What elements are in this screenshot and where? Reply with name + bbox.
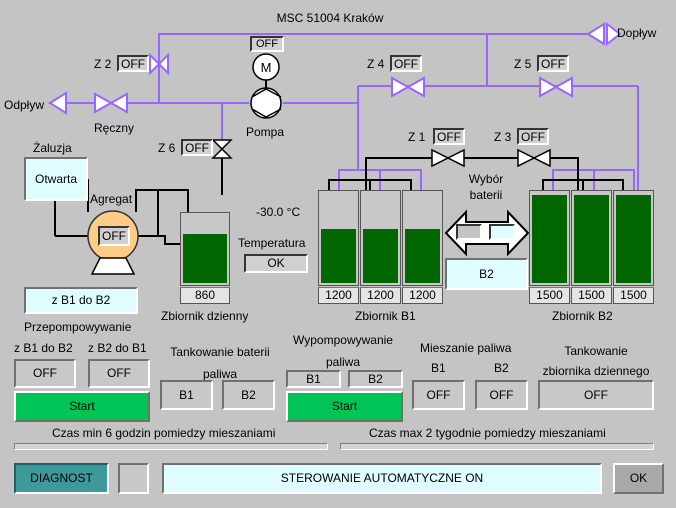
przepompowywanie-start-button[interactable]: Start [14,391,150,422]
tankowanie-b2-button[interactable]: B2 [222,380,275,410]
tank-b1-label: Zbiornik B1 [355,309,416,323]
valve-z4-label: Z 4 [367,57,385,71]
doplyw-label: Dopływ [617,26,657,40]
tank-b2-label: Zbiornik B2 [552,309,613,323]
valve-z2-state[interactable]: OFF [117,55,149,72]
motor-symbol: M [260,60,272,75]
diagnost-button[interactable]: DIAGNOST [14,463,109,494]
temperature-status: OK [244,254,308,273]
motor-circle [252,53,280,81]
valve-z3-label: Z 3 [494,130,512,144]
tank-daily [180,212,230,286]
valve-z1-label: Z 1 [408,130,426,144]
zaluzja-label: Żaluzja [33,141,72,155]
valve-symbols [94,21,622,114]
tank-b1-3 [402,190,443,286]
battery-b2-indicator[interactable] [489,224,515,240]
tank-b2-1-value: 1500 [529,287,570,304]
tank-b2-3-value: 1500 [613,287,654,304]
valve-z1-state[interactable]: OFF [433,128,465,145]
reczny-label: Ręczny [94,121,135,135]
battery-selected-display: B2 [445,258,528,290]
mieszanie-b2-label: B2 [494,361,509,375]
mieszanie-b1-button[interactable]: OFF [412,380,465,410]
doplyw-arrow [586,22,605,46]
tankowanie-baterii-title: Tankowanie baterii paliwa [170,345,270,381]
czas-min-label: Czas min 6 godzin pomiedzy mieszaniami [52,426,276,440]
valve-z6-state[interactable]: OFF [181,139,213,156]
battery-select-label: Wybór baterii [468,172,504,202]
mieszanie-title: Mieszanie paliwa [420,341,512,355]
pump-circle [250,87,282,119]
zaluzja-state[interactable]: Otwarta [24,157,88,201]
przepompowywanie-b1-b2-button[interactable]: OFF [14,359,76,388]
page-title: MSC 51004 Kraków [276,11,384,25]
ok-button[interactable]: OK [613,463,664,494]
agregat-state[interactable]: OFF [98,226,130,246]
valve-z2-label: Z 2 [94,57,112,71]
mieszanie-b1-label: B1 [431,361,446,375]
czas-max-bar [340,443,654,450]
przepompowywanie-col2-label: z B2 do B1 [88,341,147,355]
tank-b1-3-value: 1200 [402,287,443,304]
czas-min-bar [14,443,328,450]
valve-z5-state[interactable]: OFF [537,55,569,72]
przepompowywanie-b2-b1-button[interactable]: OFF [88,359,150,388]
tank-daily-label: Zbiornik dzienny [161,309,249,323]
tank-b2-3 [613,190,654,286]
odplyw-arrow [48,91,67,115]
valve-symbols-black [211,139,551,168]
tank-b2-2-value: 1500 [571,287,612,304]
wypompowywanie-title: Wypompowywanie paliwa [293,333,393,369]
tank-daily-value: 860 [180,287,230,304]
odplyw-label: Odpływ [4,98,45,112]
mieszanie-b2-button[interactable]: OFF [475,380,528,410]
blank-button[interactable] [118,463,149,494]
battery-select-arrow[interactable] [444,209,530,257]
tank-b2-1 [529,190,570,286]
tankowanie-dzienny-title: Tankowanie zbiornika dziennego [542,344,650,378]
temperature-label: Temperatura [238,236,306,250]
tank-b1-1-value: 1200 [318,287,359,304]
pompa-label: Pompa [246,125,285,139]
wypompowywanie-b1-button[interactable]: B1 [286,370,341,388]
valve-z3-state[interactable]: OFF [517,128,549,145]
agregat-label: Agregat [90,192,133,206]
valve-z6-label: Z 6 [158,141,176,155]
tankowanie-b1-button[interactable]: B1 [160,380,213,410]
tankowanie-dzienny-button[interactable]: OFF [538,380,654,410]
valve-z5-label: Z 5 [514,57,532,71]
temperature-value: -30.0 °C [256,205,301,219]
tank-b1-1 [318,190,359,286]
valve-z4-state[interactable]: OFF [390,55,422,72]
przepompowywanie-col1-label: z B1 do B2 [14,341,73,355]
battery-b1-indicator[interactable] [456,224,482,240]
czas-max-label: Czas max 2 tygodnie pomiedzy mieszaniami [369,426,606,440]
tank-b1-2 [360,190,401,286]
tank-b1-2-value: 1200 [360,287,401,304]
wypompowywanie-b2-button[interactable]: B2 [348,370,403,388]
przepompowywanie-title: Przepompowywanie [24,320,132,334]
tank-b2-2 [571,190,612,286]
pump-direction-display[interactable]: z B1 do B2 [24,287,138,314]
motor-state[interactable]: OFF [250,36,284,52]
wypompowywanie-start-button[interactable]: Start [286,391,403,422]
tank-daily-fill [183,233,227,283]
status-display: STEROWANIE AUTOMATYCZNE ON [162,463,602,494]
